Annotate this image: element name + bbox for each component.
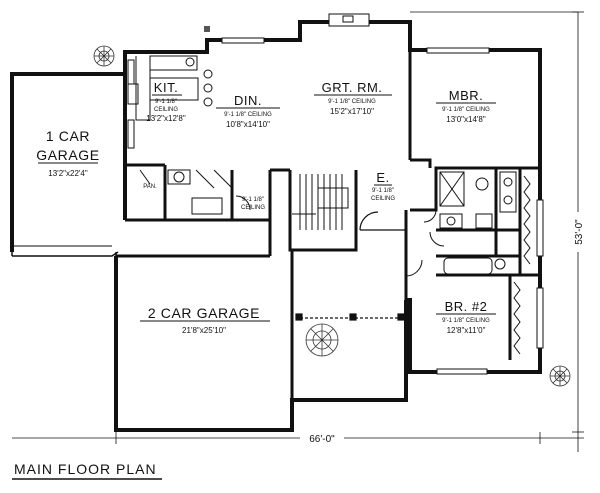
windows (127, 13, 544, 375)
overall-width: 66'-0" (309, 434, 335, 445)
din-label: DIN. (234, 93, 262, 108)
grt-size: 15'2"x17'10" (330, 107, 374, 116)
porch (295, 211, 406, 321)
entry-ceiling2: CEILING (371, 196, 395, 202)
kit-ceiling2: CEILING (154, 107, 178, 113)
entry-ceiling1: 9'-1 1/8" (372, 188, 394, 194)
kit-label: KIT. (154, 80, 178, 95)
garage1-label-line2: GARAGE (36, 147, 100, 163)
kit-size: 13'2"x12'8" (146, 114, 186, 123)
pan-label: PAN. (143, 184, 157, 190)
stair-treads (292, 174, 349, 230)
garage1-size: 13'2"x22'4" (48, 169, 88, 178)
plan-title: MAIN FLOOR PLAN (14, 461, 157, 477)
hall-ceiling1: 9'-1 1/8" (242, 197, 264, 203)
tree-top-left (93, 45, 115, 67)
dimension-lines (12, 11, 584, 452)
entry-label: E. (376, 170, 389, 185)
marker-square (204, 26, 210, 32)
grt-label: GRT. RM. (322, 80, 383, 95)
mbr-label: MBR. (449, 88, 484, 103)
tree-bottom-center (305, 323, 339, 357)
garage2-size: 21'8"x25'10" (182, 326, 226, 335)
depth-dim-bg (572, 212, 584, 252)
overall-depth: 53'-0" (574, 219, 585, 245)
interior-walls (116, 50, 540, 430)
mbr-ceiling: 9'-1 1/8" CEILING (442, 107, 490, 113)
bedroom2-label: BR. #2 (445, 299, 488, 314)
din-size: 10'8"x14'10" (226, 120, 270, 129)
width-dim-bg (300, 432, 344, 444)
fixtures (127, 55, 531, 355)
bedroom2-size: 12'8"x11'0" (447, 326, 486, 335)
garage2-label: 2 CAR GARAGE (148, 305, 260, 321)
bedroom2-ceiling: 9'-1 1/8" CEILING (442, 318, 490, 324)
garage-door-lines (11, 245, 119, 257)
kit-ceiling1: 9'-1 1/8" (155, 99, 177, 105)
mbr-size: 13'0"x14'8" (446, 115, 486, 124)
hall-ceiling2: CEILING (241, 205, 265, 211)
tree-bottom-right (549, 365, 571, 387)
din-ceiling: 9'-1 1/8" CEILING (224, 112, 272, 118)
grt-ceiling: 9'-1 1/8" CEILING (328, 99, 376, 105)
garage1-label-line1: 1 CAR (46, 128, 90, 144)
